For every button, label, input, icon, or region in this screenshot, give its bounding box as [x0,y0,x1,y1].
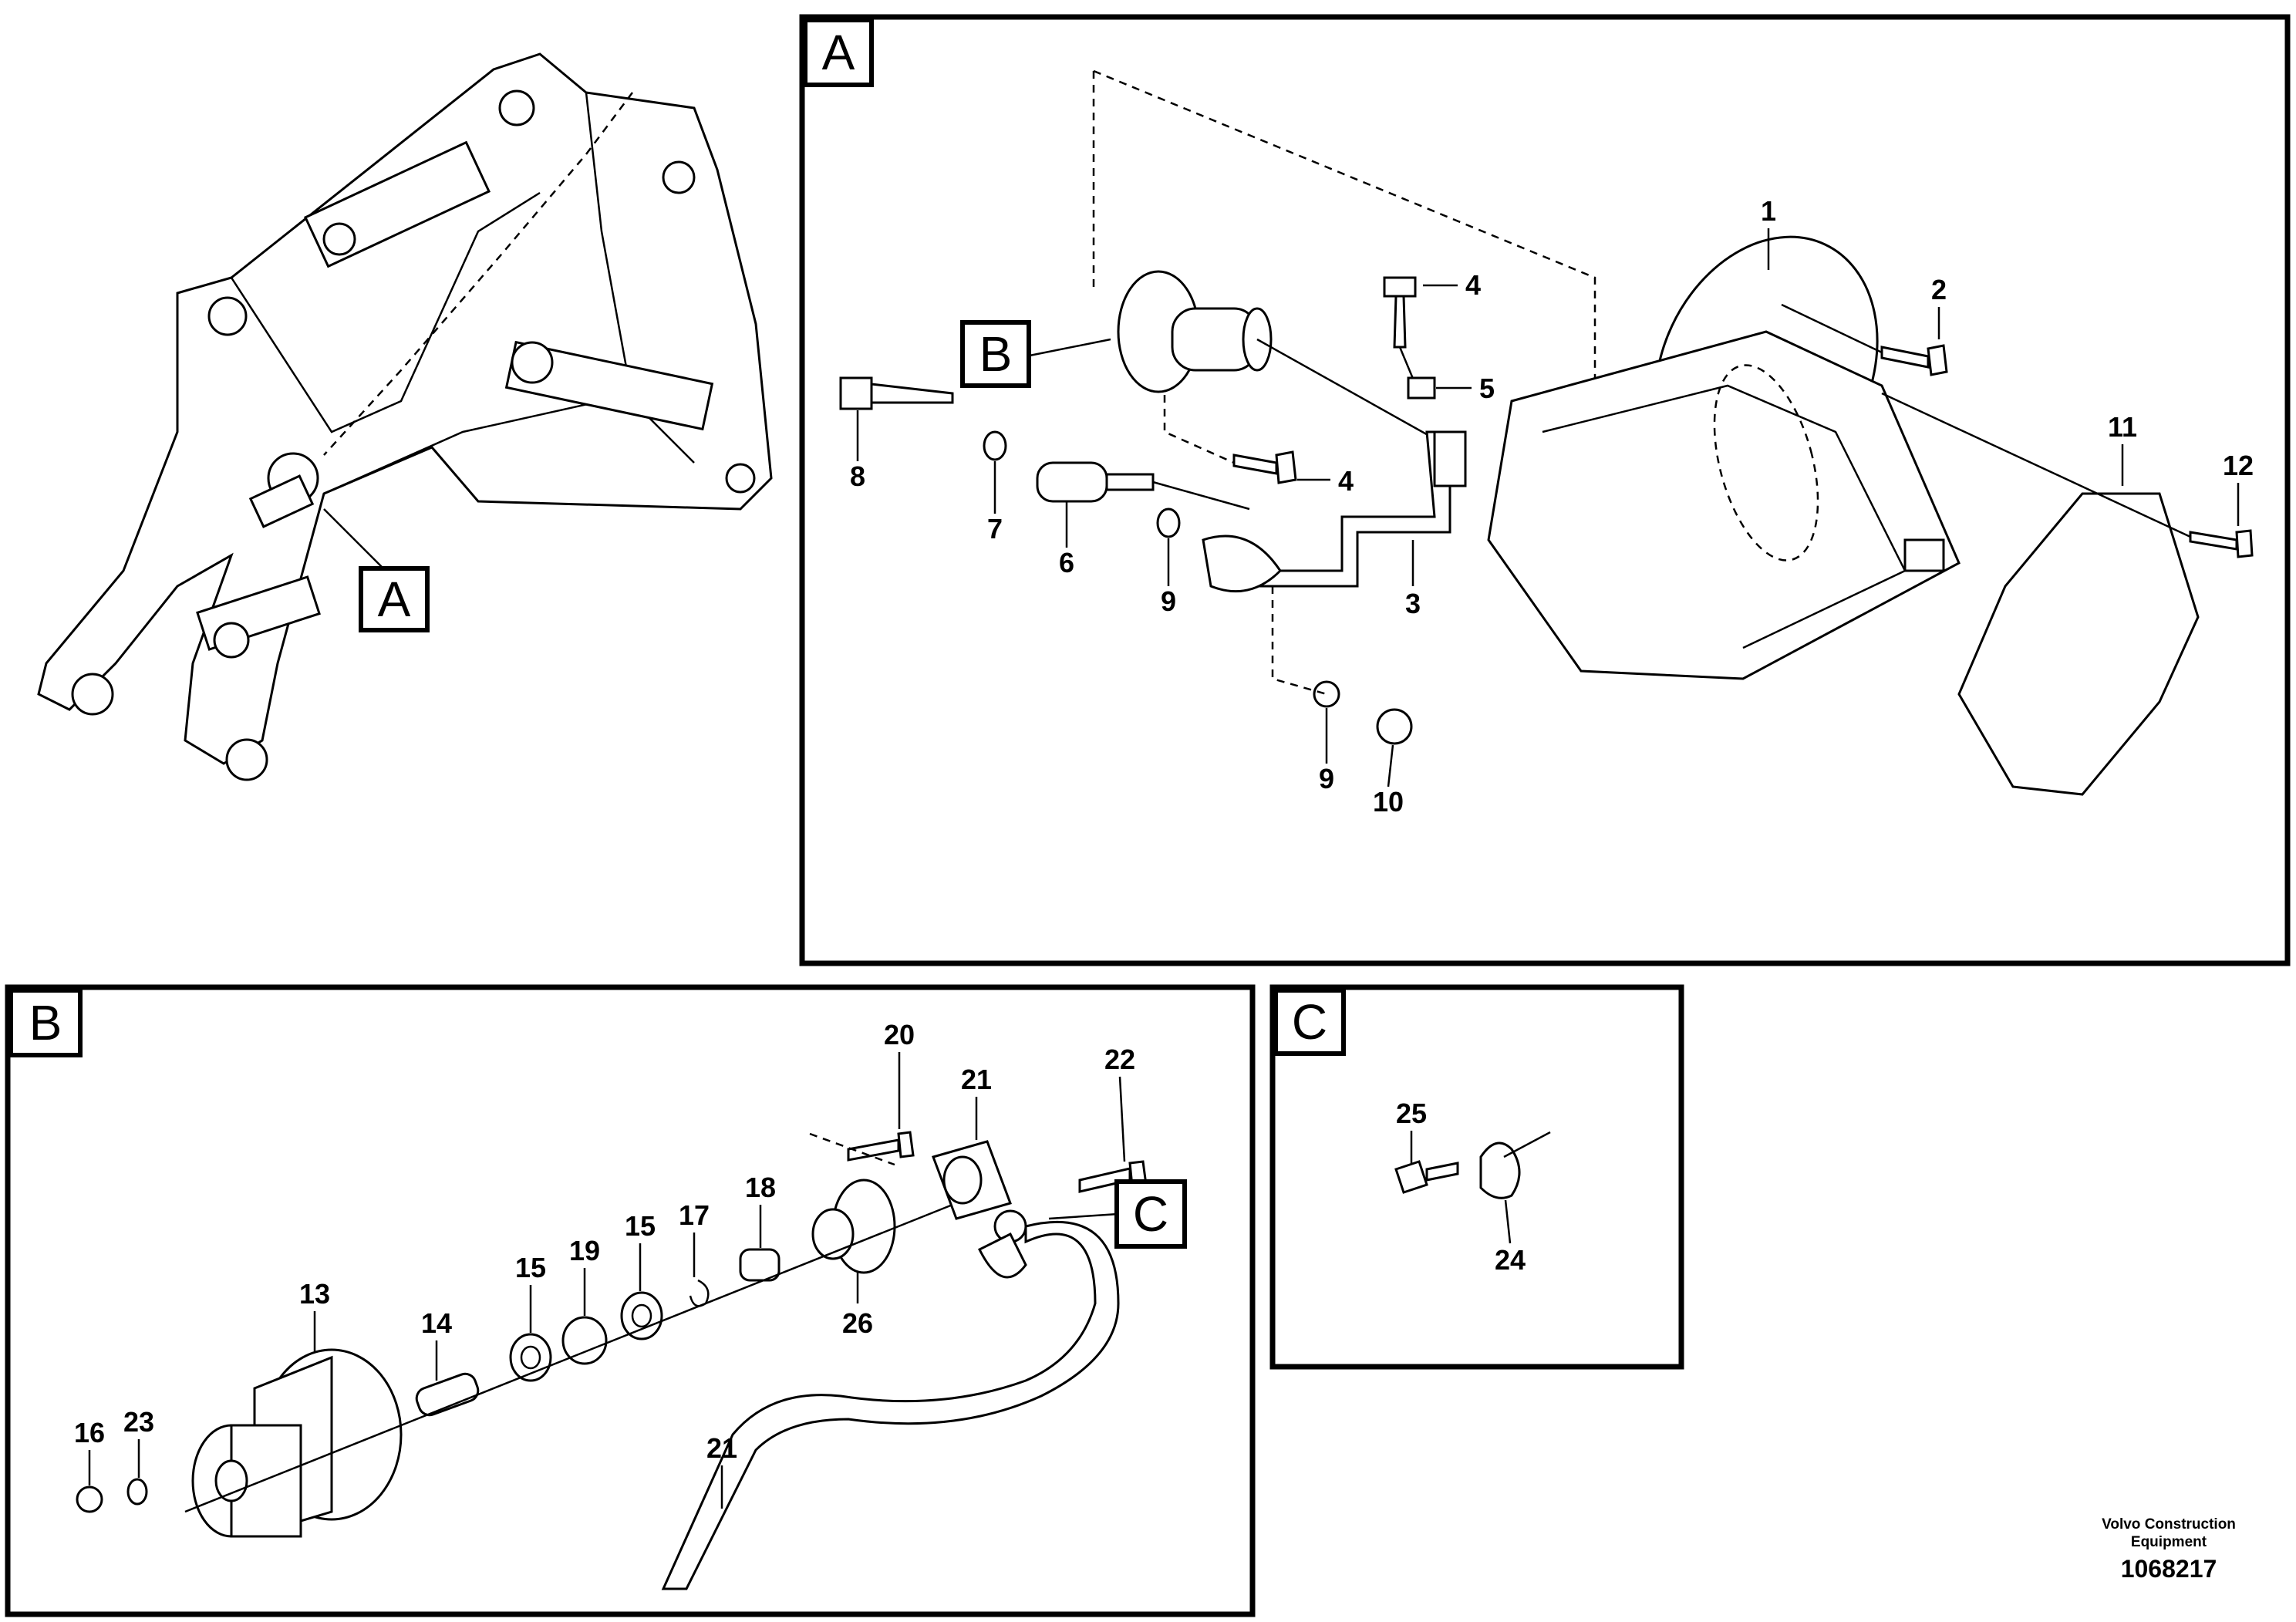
part-label-21-sensor: 21 [961,1064,992,1095]
panel-a-callout-box-b[interactable] [960,320,1031,388]
part-4-bolt-lower [1232,450,1297,484]
part-6-spacer [1036,461,1155,503]
part-label-26: 26 [842,1307,873,1339]
panel-a: A [799,14,2291,966]
panel-c-tag-label: C [1292,994,1327,1050]
drawing-number: 1068217 [2121,1555,2217,1583]
part-label-19: 19 [569,1235,600,1266]
part-21-sensor [932,1140,1027,1243]
panel-b-tag-label: B [29,995,62,1050]
part-label-9-lower: 9 [1319,763,1334,794]
company-name-line2: Equipment [2131,1534,2207,1550]
part-20-bolt [847,1131,915,1162]
part-18-coupling [739,1248,781,1282]
part-label-10: 10 [1373,786,1404,818]
part-2-bolt [1880,344,1948,376]
part-label-12: 12 [2223,450,2254,481]
part-label-18: 18 [745,1172,776,1203]
part-4-bolt-top [1383,276,1417,349]
panel-a-tag [803,18,874,87]
part-label-1: 1 [1761,195,1776,227]
overview-loader-arm [37,52,773,781]
part-21-cable [661,1220,1120,1590]
part-label-14: 14 [421,1307,452,1339]
panel-a-frame [799,14,2291,966]
part-7-washer [983,430,1007,461]
part-label-24: 24 [1495,1244,1526,1276]
part-label-5: 5 [1479,373,1495,404]
panel-c: C 25 24 [1269,984,1684,1370]
part-14-pin [415,1372,480,1417]
footer: Volvo Construction Equipment 1068217 [2102,1516,2236,1583]
part-label-13: 13 [299,1278,330,1310]
panel-c-frame [1269,984,1684,1370]
panel-b-tag [8,988,83,1057]
part-9-washer-lower [1313,680,1340,708]
part-label-23: 23 [123,1406,154,1438]
part-label-3: 3 [1405,588,1421,619]
part-15-bearing-b [620,1291,663,1340]
part-label-2: 2 [1931,274,1947,305]
part-12-bolt [2189,529,2254,558]
part-26-flange [811,1179,896,1274]
panel-a-tag-label: A [822,25,855,80]
part-label-15-a: 15 [515,1252,546,1283]
part-1-housing [1487,235,1961,680]
part-24-clamp [1479,1141,1521,1199]
part-8-bolt [839,376,954,410]
part-label-21-cable: 21 [706,1432,737,1464]
part-label-7: 7 [987,513,1003,545]
part-label-4-top: 4 [1465,269,1481,301]
part-label-6: 6 [1059,547,1074,578]
panel-b-frame [5,984,1256,1617]
part-16-screw [76,1485,103,1513]
overview-callout-label-a: A [378,572,411,627]
panel-b: B [5,984,1256,1617]
panel-b-callout-label-c: C [1133,1186,1168,1242]
part-label-22: 22 [1104,1044,1135,1075]
overview-callout-leader [323,508,386,572]
part-17-clip [689,1279,710,1307]
part-11-cover [1957,492,2200,796]
part-label-16: 16 [74,1417,105,1448]
part-label-17: 17 [679,1199,710,1231]
part-9-washer-upper [1156,508,1181,538]
panel-c-tag [1273,988,1346,1056]
part-label-9-upper: 9 [1161,585,1176,617]
panel-b-callout-box-c[interactable] [1114,1179,1187,1249]
part-23-washer [126,1478,148,1506]
part-label-8: 8 [850,460,865,492]
part-19-ring [561,1316,608,1365]
part-label-15-b: 15 [625,1210,656,1242]
part-label-20: 20 [884,1019,915,1050]
part-label-25: 25 [1396,1098,1427,1129]
part-b-sensor-mount [1117,270,1273,393]
part-5-nut [1407,376,1436,400]
part-25-screw [1394,1160,1459,1194]
part-label-4-lower: 4 [1338,465,1354,497]
part-label-11: 11 [2108,411,2137,443]
part-10-nut [1376,708,1413,745]
company-name-line1: Volvo Construction [2102,1516,2236,1533]
overview-callout-box-a[interactable] [359,566,430,632]
panel-a-callout-label-b: B [979,326,1013,382]
part-13-hub [191,1348,403,1538]
